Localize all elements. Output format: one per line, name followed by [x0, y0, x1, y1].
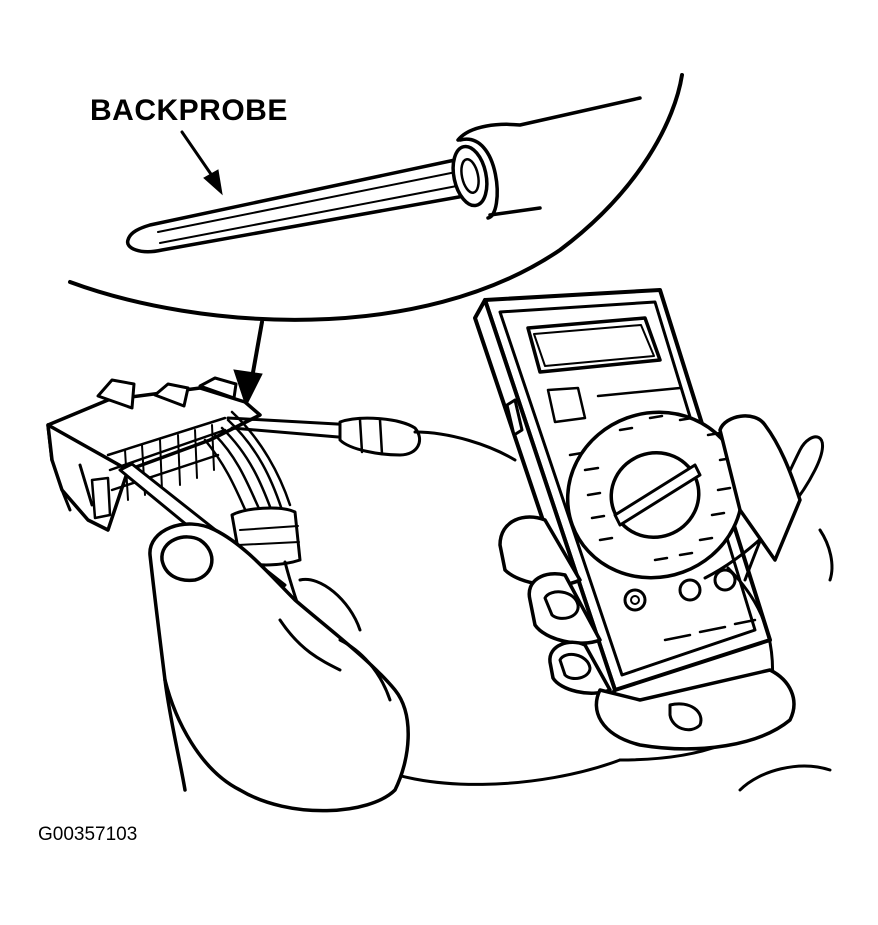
left-forearm	[163, 678, 187, 792]
inset-circle-outline	[68, 73, 684, 322]
callout-arrow	[180, 130, 223, 196]
backprobe-tool	[125, 96, 642, 254]
test-lead-probe	[226, 416, 517, 462]
multimeter	[473, 288, 772, 707]
left-hand	[148, 522, 410, 813]
connector	[46, 376, 262, 532]
magnify-arrow	[233, 320, 264, 408]
right-hand	[498, 414, 834, 792]
figure-code: G00357103	[38, 824, 138, 845]
backprobe-label: BACKPROBE	[90, 94, 288, 127]
